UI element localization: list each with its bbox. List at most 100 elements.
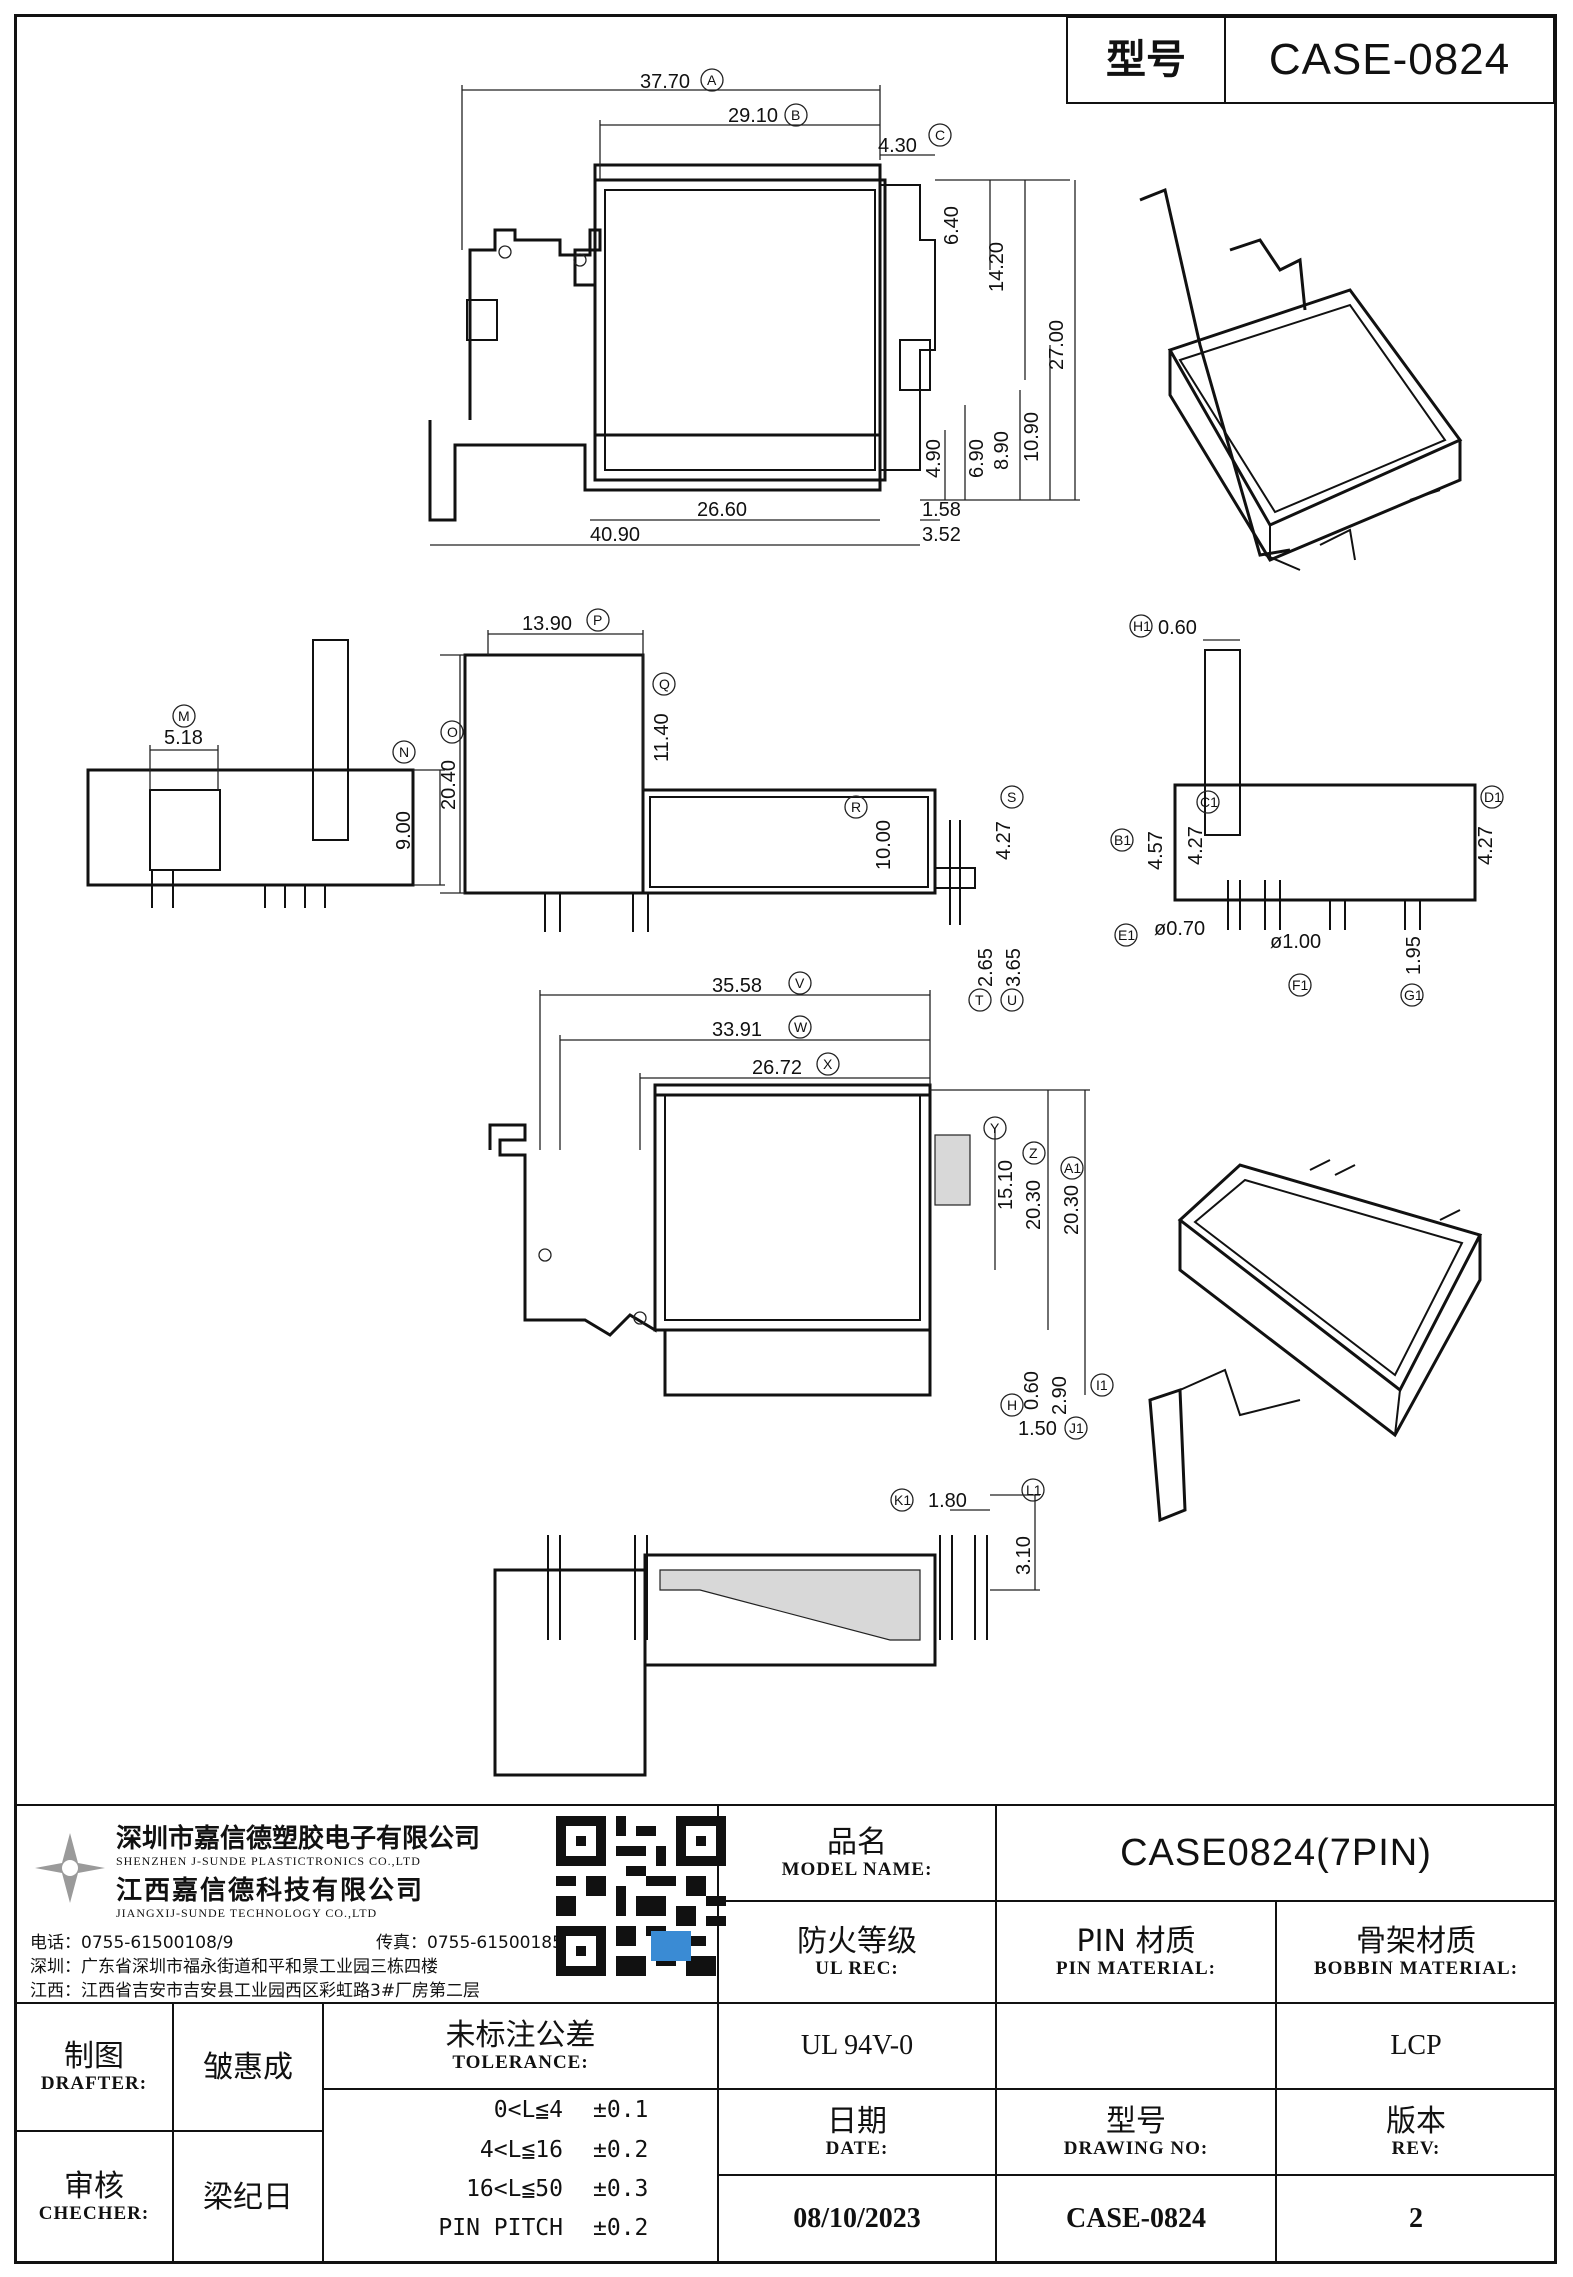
callout-I1 [1090,1373,1114,1397]
dim-F1-value: ø1.00 [1270,931,1321,953]
svg-text:L1: L1 [1026,1482,1042,1498]
tolerance-row: PIN PITCH±0.2 [388,2215,648,2241]
model-name-value: CASE0824(7PIN) [1120,1831,1432,1874]
ul-label-en: UL REC: [815,1957,899,1979]
tolerance-row: 16<L≦50±0.3 [388,2176,648,2202]
callout-J1 [1064,1416,1088,1440]
ul-value-cell: UL 94V-0 [717,2002,997,2090]
dim-Q-value: 11.40 [651,713,673,762]
technical-drawing: 37.70 A 29.10 B 4.30 C 6.40 14.20 27.00 … [86,68,1504,1777]
svg-text:A: A [707,72,717,88]
company-address-jx: 江西：江西省吉安市吉安县工业园西区彩虹路3#厂房第二层 [30,1981,481,2001]
svg-text:N: N [399,744,409,760]
dim-J1-value: 1.50 [1018,1418,1057,1440]
drawing-no-value: CASE-0824 [1065,2203,1206,2234]
isometric-view-top [1139,187,1463,571]
rev-value: 2 [1409,2203,1423,2234]
callout-M [172,704,196,728]
callout-F1 [1288,973,1312,997]
tolerance-label-en: TOLERANCE: [452,2051,589,2073]
dim-N1-value: 14.20 [986,242,1008,292]
dim-E1-value: ø0.70 [1154,918,1205,940]
company-info: 深圳市嘉信德塑胶电子有限公司 SHENZHEN J-SUNDE PLASTICT… [16,1808,726,2001]
dim-Z-value: 20.30 [1023,1180,1045,1230]
svg-text:C: C [935,127,945,143]
company-name-sz: 深圳市嘉信德塑胶电子有限公司 [116,1824,481,1854]
date-label-cell: 日期 DATE: [717,2088,997,2176]
header-label: 型号 [1106,37,1186,83]
dim-A1-value: 20.30 [1061,1185,1083,1235]
header-code: CASE-0824 [1268,35,1511,84]
bottom-view: 35.58 V 33.91 W 26.72 X 15.10 Y 20.30 Z … [488,971,1114,1440]
callout-S [1000,785,1024,809]
drawing-no-label-zh: 型号 [1106,2103,1166,2139]
rev-label-zh: 版本 [1386,2103,1446,2139]
qr-code-icon [556,1816,726,1976]
dim-B-value: 29.10 [728,105,778,127]
checker-name-cell: 梁纪日 [172,2130,324,2264]
dim-N-value: 9.00 [393,811,415,850]
drafter-label-cell: 制图 DRAFTER: [14,2002,174,2132]
dim-I1-value: 2.90 [1049,1376,1071,1415]
bobbin-material-value: LCP [1390,2030,1442,2061]
checker-label-cell: 审核 CHECHER: [14,2130,174,2264]
company-address-sz: 深圳：广东省深圳市福永街道和平和景工业园三栋四楼 [30,1957,438,1977]
callout-U [1000,988,1024,1012]
dim-C-value: 4.30 [878,135,917,157]
svg-text:T: T [975,992,984,1008]
svg-text:G1: G1 [1404,987,1423,1003]
company-logo-icon [35,1833,105,1903]
checker-label-zh: 审核 [64,2168,124,2204]
rev-value-cell: 2 [1275,2174,1557,2264]
bobbin-material-label-zh: 骨架材质 [1356,1923,1476,1959]
dim-B1-value: 4.57 [1145,831,1167,870]
left-view: 5.18 M 9.00 N [86,639,445,908]
callout-T [968,988,992,1012]
dim-I-value: 26.60 [697,499,747,521]
svg-text:W: W [794,1019,808,1035]
dim-K1-value: 1.80 [928,1490,967,1512]
dim-R-value: 10.00 [873,820,895,870]
date-value-cell: 08/10/2023 [717,2174,997,2264]
callout-B [784,103,808,127]
svg-text:Q: Q [659,676,670,692]
right-view: 0.60 H1 4.57 B1 4.27 C1 4.27 D1 ø0.70 E1… [1110,614,1504,1007]
svg-text:Y: Y [990,1120,1000,1136]
callout-K1 [890,1488,914,1512]
svg-text:P: P [593,612,602,628]
callout-O [440,720,464,744]
checker-name: 梁纪日 [203,2179,293,2215]
company-name-jx-en: JIANGXIJ-SUNDE TECHNOLOGY CO.,LTD [116,1906,378,1920]
pin-material-label-zh: PIN 材质 [1076,1923,1196,1959]
callout-N [392,740,416,764]
svg-text:S: S [1007,789,1016,805]
bobbin-material-value-cell: LCP [1275,2002,1557,2090]
company-phone: 电话：0755-61500108/9 [30,1933,234,1953]
rev-label-cell: 版本 REV: [1275,2088,1557,2176]
dim-P-value: 13.90 [522,613,572,635]
svg-text:I1: I1 [1096,1377,1108,1393]
drafter-label-en: DRAFTER: [40,2072,148,2094]
svg-text:K1: K1 [894,1492,911,1508]
tolerance-range: 16<L≦50 [466,2176,563,2202]
top-view: 37.70 A 29.10 B 4.30 C 6.40 14.20 27.00 … [428,68,1080,546]
section-view: 1.80 K1 3.10 L1 [493,1478,1045,1777]
callout-A [700,68,724,92]
dim-W-value: 33.91 [712,1019,762,1041]
tolerance-value: ±0.2 [593,2137,649,2163]
tolerance-label-cell: 未标注公差 TOLERANCE: [322,2002,719,2090]
dim-V-value: 35.58 [712,975,762,997]
callout-W [788,1015,812,1039]
ul-value: UL 94V-0 [800,2030,914,2061]
svg-text:E1: E1 [1118,927,1135,943]
dim-D-value: 27.00 [1046,320,1068,370]
dim-M-value: 5.18 [164,727,203,749]
dim-J-value: 1.58 [922,499,961,521]
ul-label-cell: 防火等级 UL REC: [717,1900,997,2004]
callout-Y [983,1116,1007,1140]
date-label-zh: 日期 [827,2103,887,2139]
tolerance-value: ±0.1 [593,2097,649,2123]
checker-label-en: CHECHER: [38,2202,150,2224]
company-fax: 传真：0755-61500185 [376,1933,563,1953]
dim-L1-value: 3.10 [1013,1536,1035,1575]
